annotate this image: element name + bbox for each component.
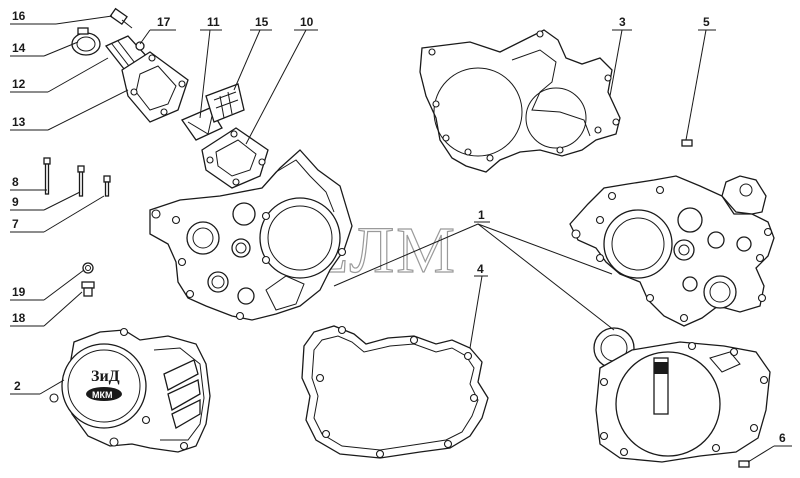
callout-numbers: 16 14 17 12 13 11 15 10 3 5 8 9 7 1 4 19…: [12, 9, 786, 445]
washer-19: [82, 262, 94, 274]
crankcase-right: [569, 175, 775, 327]
dowel-6: [738, 460, 750, 468]
bolt-7: [103, 175, 111, 197]
callout-7: 7: [12, 217, 19, 231]
bolt-9: [77, 165, 85, 197]
intake-bolt: [109, 7, 133, 29]
callout-16: 16: [12, 9, 26, 23]
callout-18: 18: [12, 311, 26, 325]
cover-logo-top: ЗиД: [91, 368, 120, 385]
crankcase-gasket-3: [419, 29, 621, 173]
plug-18: [81, 281, 95, 297]
callout-2: 2: [14, 379, 21, 393]
callout-15: 15: [255, 15, 269, 29]
callout-8: 8: [12, 175, 19, 189]
intake-gasket: [201, 127, 269, 189]
leader-lines: [10, 15, 792, 463]
cover-logo-bottom: МКМ: [92, 390, 113, 400]
callout-6: 6: [779, 431, 786, 445]
callout-17: 17: [157, 15, 171, 29]
reed-block: [205, 83, 245, 123]
dowel-5: [681, 139, 693, 147]
callout-10: 10: [300, 15, 314, 29]
callout-11: 11: [207, 15, 220, 29]
carburetor-flange: [121, 51, 189, 123]
callout-12: 12: [12, 77, 26, 91]
callout-9: 9: [12, 195, 19, 209]
callout-5: 5: [703, 15, 710, 29]
hose-clamp: [71, 27, 101, 56]
callout-1: 1: [478, 208, 485, 222]
left-cover-2: ЗиД МКМ: [49, 327, 211, 453]
callout-3: 3: [619, 15, 626, 29]
callout-19: 19: [12, 285, 26, 299]
bolt-8: [43, 157, 51, 195]
right-side-cover: [593, 327, 771, 463]
callout-4: 4: [477, 262, 484, 276]
callout-14: 14: [12, 41, 26, 55]
cover-gasket-4: [301, 325, 489, 459]
crankcase-left: [149, 149, 353, 321]
callout-13: 13: [12, 115, 26, 129]
